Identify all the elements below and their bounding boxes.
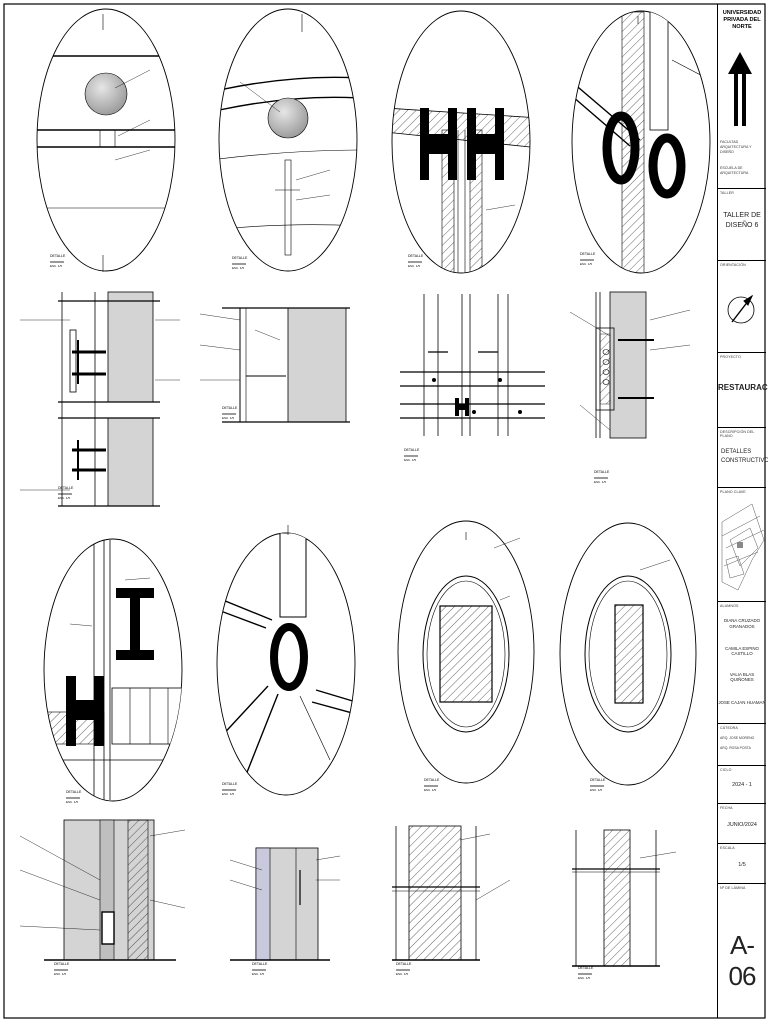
detail-elevation-2 bbox=[199, 307, 350, 423]
detail-scale-15: ESC. 1/5 bbox=[396, 972, 409, 976]
sheet-number-cell: Nº DE LÁMINA A-06 bbox=[718, 884, 766, 1018]
student-3: VALIA BLAS QUIÑONES bbox=[729, 672, 755, 682]
detail-scale-2: ESC. 1/5 bbox=[232, 266, 245, 270]
scale-caption: ESCALA bbox=[720, 846, 735, 850]
orientation-cell: ORIENTACIÓN bbox=[718, 261, 766, 353]
cycle-caption: CICLO bbox=[720, 768, 732, 772]
cycle-value: 2024 - 1 bbox=[732, 782, 752, 788]
detail-tag-6: DETALLE bbox=[222, 406, 238, 410]
key-plan-caption: PLANO CLAVE bbox=[720, 490, 746, 494]
detail-scale-16: ESC. 1/5 bbox=[578, 976, 591, 980]
detail-circle-8 bbox=[559, 522, 697, 786]
detail-scale-11: ESC. 1/5 bbox=[424, 788, 437, 792]
orientation-compass bbox=[727, 294, 755, 324]
key-plan-thumbnail bbox=[721, 503, 765, 591]
detail-elevation-5 bbox=[19, 819, 186, 961]
professor-2: ARQ. ROSA POSTA bbox=[720, 746, 751, 750]
detail-scale-7: ESC. 1/5 bbox=[404, 458, 417, 462]
detail-circle-1 bbox=[36, 8, 176, 272]
detail-tag-10: DETALLE bbox=[222, 782, 238, 786]
orientation-caption: ORIENTACIÓN bbox=[720, 263, 746, 267]
project-name: RESTAURACIÓN bbox=[718, 383, 768, 392]
scale-cell: ESCALA 1/5 bbox=[718, 844, 766, 884]
description-cell: DESCRIPCIÓN DEL PLANO DETALLES CONSTRUCT… bbox=[718, 428, 768, 488]
detail-scale-9: ESC. 1/5 bbox=[66, 800, 79, 804]
detail-scale-4: ESC. 1/5 bbox=[580, 262, 593, 266]
key-plan-cell: PLANO CLAVE bbox=[718, 488, 766, 602]
detail-scale-12: ESC. 1/5 bbox=[590, 788, 603, 792]
sheet-number-caption: Nº DE LÁMINA bbox=[720, 886, 746, 890]
description-caption: DESCRIPCIÓN DEL PLANO bbox=[720, 430, 755, 438]
detail-tag-12: DETALLE bbox=[590, 778, 606, 782]
detail-tag-15: DETALLE bbox=[396, 962, 412, 966]
detail-tag-2: DETALLE bbox=[232, 256, 248, 260]
cycle-cell: CICLO 2024 - 1 bbox=[718, 766, 766, 804]
university-name: UNIVERSIDAD PRIVADA DEL NORTE bbox=[722, 10, 762, 30]
detail-tag-5: DETALLE bbox=[58, 486, 74, 490]
detail-elevation-3 bbox=[400, 294, 545, 436]
detail-scale-5: ESC. 1/5 bbox=[58, 496, 71, 500]
detail-elevation-1 bbox=[20, 291, 180, 507]
detail-circle-4 bbox=[571, 10, 711, 274]
detail-elevation-4 bbox=[569, 291, 691, 439]
detail-circle-2 bbox=[218, 8, 358, 272]
detail-tag-9: DETALLE bbox=[66, 790, 82, 794]
detail-circle-6 bbox=[216, 525, 356, 796]
date-cell: FECHA JUNIO/2024 bbox=[718, 804, 766, 844]
date-caption: FECHA bbox=[720, 806, 733, 810]
date-value: JUNIO/2024 bbox=[727, 822, 757, 828]
detail-tag-3: DETALLE bbox=[408, 254, 424, 258]
detail-tag-14: DETALLE bbox=[252, 962, 268, 966]
detail-scale-10: ESC. 1/5 bbox=[222, 792, 235, 796]
detail-scale-6: ESC. 1/5 bbox=[222, 416, 235, 420]
detail-scale-1: ESC. 1/5 bbox=[50, 264, 63, 268]
detail-tag-7: DETALLE bbox=[404, 448, 420, 452]
detail-elevation-6 bbox=[229, 847, 341, 961]
school-name: ESCUELA DE ARQUITECTURA bbox=[720, 166, 749, 175]
detail-tag-4: DETALLE bbox=[580, 252, 596, 256]
detail-tag-16: DETALLE bbox=[578, 966, 594, 970]
chair-cell: CÁTEDRA ARQ. JOSE MORENO ARQ. ROSA POSTA bbox=[718, 724, 766, 766]
detail-scale-14: ESC. 1/5 bbox=[252, 972, 265, 976]
scale-value: 1/5 bbox=[738, 862, 746, 868]
detail-elevation-7 bbox=[392, 825, 511, 961]
project-caption: PROYECTO bbox=[720, 355, 741, 359]
north-arrow bbox=[728, 52, 752, 126]
detail-elevation-8 bbox=[572, 829, 677, 967]
course-caption: TALLER bbox=[720, 191, 734, 195]
title-block: UNIVERSIDAD PRIVADA DEL NORTE FACULTAD A… bbox=[717, 4, 768, 1018]
sheet-number: A-06 bbox=[728, 930, 757, 991]
project-cell: PROYECTO RESTAURACIÓN bbox=[718, 353, 768, 428]
detail-scale-3: ESC. 1/5 bbox=[408, 264, 421, 268]
student-4: JOSE CAJAN HUAMAN bbox=[718, 700, 766, 705]
detail-tag-8: DETALLE bbox=[594, 470, 610, 474]
detail-tag-11: DETALLE bbox=[424, 778, 440, 782]
header-cell: UNIVERSIDAD PRIVADA DEL NORTE FACULTAD A… bbox=[718, 4, 766, 189]
course-name: TALLER DE DISEÑO 6 bbox=[723, 212, 761, 229]
course-cell: TALLER TALLER DE DISEÑO 6 bbox=[718, 189, 766, 261]
detail-scale-8: ESC. 1/5 bbox=[594, 480, 607, 484]
description-text: DETALLES CONSTRUCTIVOS bbox=[721, 449, 768, 464]
student-2: CAMILA ESPINO CASTILLO bbox=[725, 646, 759, 656]
detail-circle-7 bbox=[397, 520, 535, 784]
detail-tag-marks bbox=[50, 259, 608, 975]
student-1: DIANA CRUZADO GRANADOS bbox=[723, 618, 761, 629]
detail-scale-13: ESC. 1/5 bbox=[54, 972, 67, 976]
detail-circle-5 bbox=[43, 538, 183, 802]
students-cell: ALUMNOS DIANA CRUZADO GRANADOS CAMILA ES… bbox=[718, 602, 766, 724]
detail-tag-13: DETALLE bbox=[54, 962, 70, 966]
faculty-name: FACULTAD ARQUITECTURA Y DISEÑO bbox=[720, 140, 752, 154]
detail-circle-3 bbox=[391, 10, 531, 274]
detail-tag-1: DETALLE bbox=[50, 254, 66, 258]
students-caption: ALUMNOS bbox=[720, 604, 739, 608]
professor-1: ARQ. JOSE MORENO bbox=[720, 736, 755, 740]
chair-caption: CÁTEDRA bbox=[720, 726, 738, 730]
